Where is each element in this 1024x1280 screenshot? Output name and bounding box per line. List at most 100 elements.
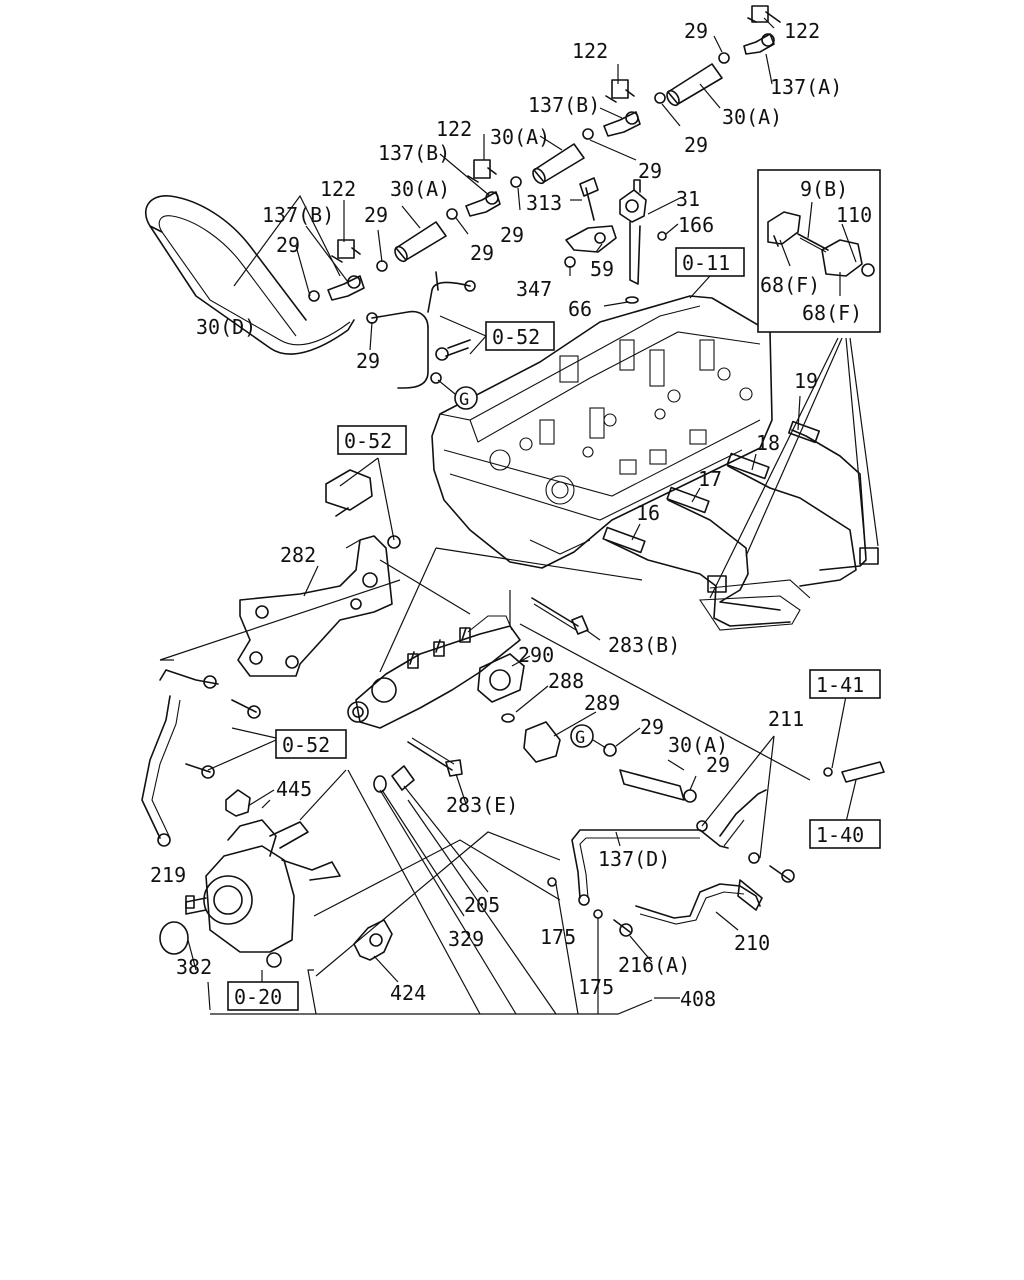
- callout-122: 122: [784, 19, 820, 43]
- common-rail: [347, 597, 589, 777]
- callout-122: 122: [572, 39, 608, 63]
- callout-290: 290: [518, 643, 554, 667]
- leak-off-pipe: [366, 271, 476, 389]
- callout-347: 347: [516, 277, 552, 301]
- svg-text:0-20: 0-20: [234, 985, 282, 1009]
- callout-30-a: 30(A): [668, 733, 728, 757]
- callout-175: 175: [540, 925, 576, 949]
- callout-30-a: 30(A): [390, 177, 450, 201]
- bracket-282: [237, 535, 393, 677]
- sensor-424: [353, 919, 393, 961]
- callout-424: 424: [390, 981, 426, 1005]
- clamp-29-b: [582, 92, 666, 140]
- callout-19: 19: [794, 369, 818, 393]
- callout-29: 29: [364, 203, 388, 227]
- pump-leaders: [160, 659, 680, 1015]
- callout-29: 29: [500, 223, 524, 247]
- callout-166: 166: [678, 213, 714, 237]
- return-hose-30a-4: [603, 743, 697, 803]
- callout-29: 29: [684, 133, 708, 157]
- reference-boxes: 0-11 0-52 0-52 0-52 1-41 1-40 0-20: [227, 247, 881, 1011]
- callout-66: 66: [568, 297, 592, 321]
- valve-445: [225, 789, 251, 817]
- clip-122-a: [747, 5, 781, 23]
- callout-110: 110: [836, 203, 872, 227]
- bolt-216a: [613, 919, 633, 937]
- callout-445: 445: [276, 777, 312, 801]
- callout-68-f: 68(F): [802, 301, 862, 325]
- callout-29: 29: [640, 715, 664, 739]
- ref-box-1-40: 1-40: [809, 819, 881, 849]
- callout-29: 29: [470, 241, 494, 265]
- pipe-19: [787, 420, 867, 571]
- clip-122-d: [331, 239, 361, 263]
- pipe-16: [602, 526, 791, 627]
- callout-30-a: 30(A): [722, 105, 782, 129]
- washer-166: [657, 231, 667, 241]
- pressure-valve-290: [477, 653, 525, 703]
- pipe-210: [635, 879, 763, 925]
- connector-137b-1: [603, 111, 641, 137]
- fitting-near-141: [823, 761, 885, 783]
- pipe-17: [666, 486, 781, 611]
- circle-markers: G G: [437, 379, 607, 749]
- hose-30a-3: [394, 221, 447, 263]
- callout-137-a: 137(A): [770, 75, 842, 99]
- clip-122-c: [467, 159, 497, 183]
- connector-137b-2: [465, 191, 501, 217]
- leak-off-hose-assembly: [145, 5, 781, 389]
- stud-bracket: [325, 469, 401, 549]
- callout-216-a: 216(A): [618, 953, 690, 977]
- callout-408: 408: [680, 987, 716, 1011]
- callout-289: 289: [584, 691, 620, 715]
- ref-box-0-11: 0-11: [675, 247, 745, 299]
- callout-30-d: 30(D): [196, 315, 256, 339]
- key-382: [185, 895, 195, 909]
- svg-text:0-52: 0-52: [344, 429, 392, 453]
- svg-text:0-52: 0-52: [492, 325, 540, 349]
- connector-137a: [743, 33, 775, 55]
- clamp-59: [565, 225, 617, 253]
- callout-175: 175: [578, 975, 614, 999]
- svg-text:G: G: [459, 390, 469, 410]
- callout-29: 29: [356, 349, 380, 373]
- injector-31: [619, 179, 647, 285]
- clamp-29-c: [446, 176, 522, 220]
- oring-329: [373, 775, 387, 793]
- bolt-313: [579, 177, 599, 221]
- callout-18: 18: [756, 431, 780, 455]
- callout-283-b: 283(B): [608, 633, 680, 657]
- callout-283-e: 283(E): [446, 793, 518, 817]
- ref-box-0-52: 0-52: [337, 425, 407, 455]
- callout-16: 16: [636, 501, 660, 525]
- nut-pump: [266, 952, 282, 968]
- nut-347: [564, 256, 576, 268]
- ref-box-0-52: 0-52: [275, 729, 347, 759]
- callout-9-b: 9(B): [800, 177, 848, 201]
- callout-137-b: 137(B): [378, 141, 450, 165]
- callout-219: 219: [150, 863, 186, 887]
- ref-box-0-52: 0-52: [439, 315, 555, 355]
- oring-219: [159, 921, 189, 955]
- callout-leaders: [233, 17, 857, 983]
- callout-210: 210: [734, 931, 770, 955]
- supply-pump: [185, 789, 341, 953]
- svg-text:0-11: 0-11: [682, 251, 730, 275]
- callout-288: 288: [548, 669, 584, 693]
- ref-box-1-41: 1-41: [809, 669, 881, 699]
- bolt-283b: [531, 597, 589, 635]
- nut-110: [861, 263, 875, 277]
- bolt-near-g: [430, 339, 471, 384]
- cylinder-head: [431, 295, 773, 569]
- callout-313: 313: [526, 191, 562, 215]
- callout-137-d: 137(D): [598, 847, 670, 871]
- pipe-137d: [571, 829, 760, 906]
- callout-labels: 122 29 137(A) 122 137(B) 30(A) 29 122 30…: [150, 19, 872, 1011]
- callout-59: 59: [590, 257, 614, 281]
- callout-29: 29: [684, 19, 708, 43]
- marker-g: G: [437, 379, 478, 410]
- callout-29: 29: [638, 159, 662, 183]
- fuel-pipe-left: [141, 669, 219, 847]
- svg-text:1-41: 1-41: [816, 673, 864, 697]
- hose-30d: [145, 195, 355, 355]
